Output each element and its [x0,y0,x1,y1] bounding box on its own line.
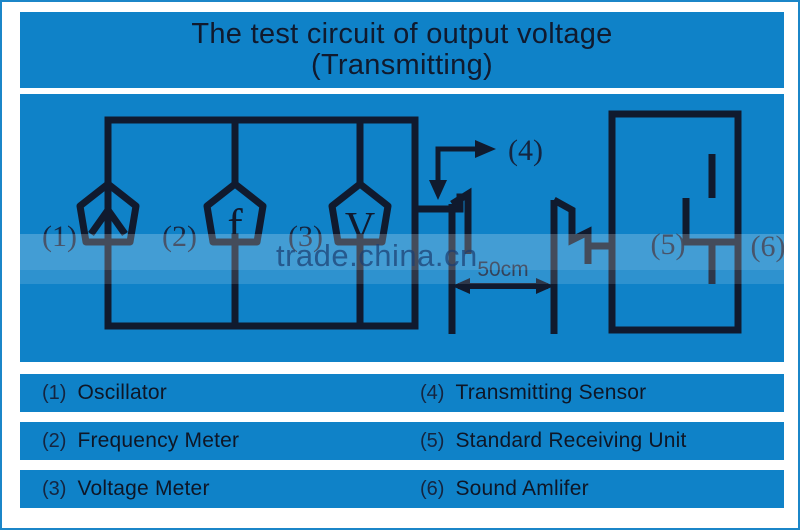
watermark-edge-left [2,230,12,288]
legend-item-3-label: Voltage Meter [77,477,210,500]
legend-item-6-label: Sound Amlifer [455,477,589,500]
callout-4-arrow-right [475,140,496,158]
oscillator-body [76,180,140,246]
distance-measure-group: 50cm [452,258,554,294]
legend-item-5: (5) Standard Receiving Unit [420,422,687,460]
legend-item-4: (4) Transmitting Sensor [420,374,646,412]
transmitting-sensor-body [450,187,472,254]
sound-amplifier: (6) [682,154,784,284]
legend-item-2-number: (2) [42,429,67,452]
legend-row: (3) Voltage Meter (6) Sound Amlifer [20,470,784,508]
callout-5-label: (5) [651,228,686,261]
callout-4-leader [435,146,475,180]
circuit-wires [104,116,464,330]
legend-row: (2) Frequency Meter (5) Standard Receivi… [20,422,784,460]
callout-1-label: (1) [42,220,77,253]
legend-item-2: (2) Frequency Meter [42,422,239,460]
instrument-frequency-meter: f [203,180,267,250]
transmitting-sensor [448,187,472,334]
legend: (1) Oscillator (4) Transmitting Sensor (… [20,374,784,518]
legend-item-1-label: Oscillator [77,381,167,404]
legend-row: (1) Oscillator (4) Transmitting Sensor [20,374,784,412]
page-title-line-2: (Transmitting) [311,49,493,81]
distance-label: 50cm [477,258,528,281]
standard-receiving-unit: (5) [608,110,742,334]
instrument-voltage-meter: V [328,180,392,251]
callout-4-arrow-down [429,180,447,200]
receiving-sensor-body [552,196,592,264]
callout-3-label: (3) [288,220,323,253]
callout-4-label: (4) [508,134,543,167]
legend-item-5-label: Standard Receiving Unit [455,429,687,452]
circuit-diagram-panel: f V (4) [20,94,784,362]
legend-item-5-number: (5) [420,429,445,452]
frequency-meter-symbol: f [227,199,243,250]
sound-amplifier-box [682,198,742,246]
receiving-unit-box [608,110,742,334]
legend-item-2-label: Frequency Meter [77,429,240,452]
instrument-oscillator [76,180,140,246]
title-panel: The test circuit of output voltage (Tran… [20,12,784,88]
callout-4-group: (4) [429,134,543,200]
legend-item-4-number: (4) [420,381,445,404]
oscillator-waveform-icon [88,206,128,237]
distance-arrow-right [536,278,554,294]
legend-item-1: (1) Oscillator [42,374,167,412]
legend-item-1-number: (1) [42,381,67,404]
legend-item-4-label: Transmitting Sensor [455,381,647,404]
distance-arrow-left [452,278,470,294]
voltage-meter-symbol: V [345,205,375,251]
legend-item-3: (3) Voltage Meter [42,470,210,508]
watermark-edge-right [788,230,798,288]
legend-item-3-number: (3) [42,477,67,500]
legend-item-6-number: (6) [420,477,445,500]
callout-2-label: (2) [162,220,197,253]
voltage-meter-body [328,180,392,246]
legend-item-6: (6) Sound Amlifer [420,470,589,508]
receiving-sensor [550,196,612,334]
frequency-meter-body [203,180,267,246]
callout-6-label: (6) [751,230,784,263]
page-title-line-1: The test circuit of output voltage [191,17,613,50]
circuit-diagram-svg: f V (4) [42,110,784,334]
